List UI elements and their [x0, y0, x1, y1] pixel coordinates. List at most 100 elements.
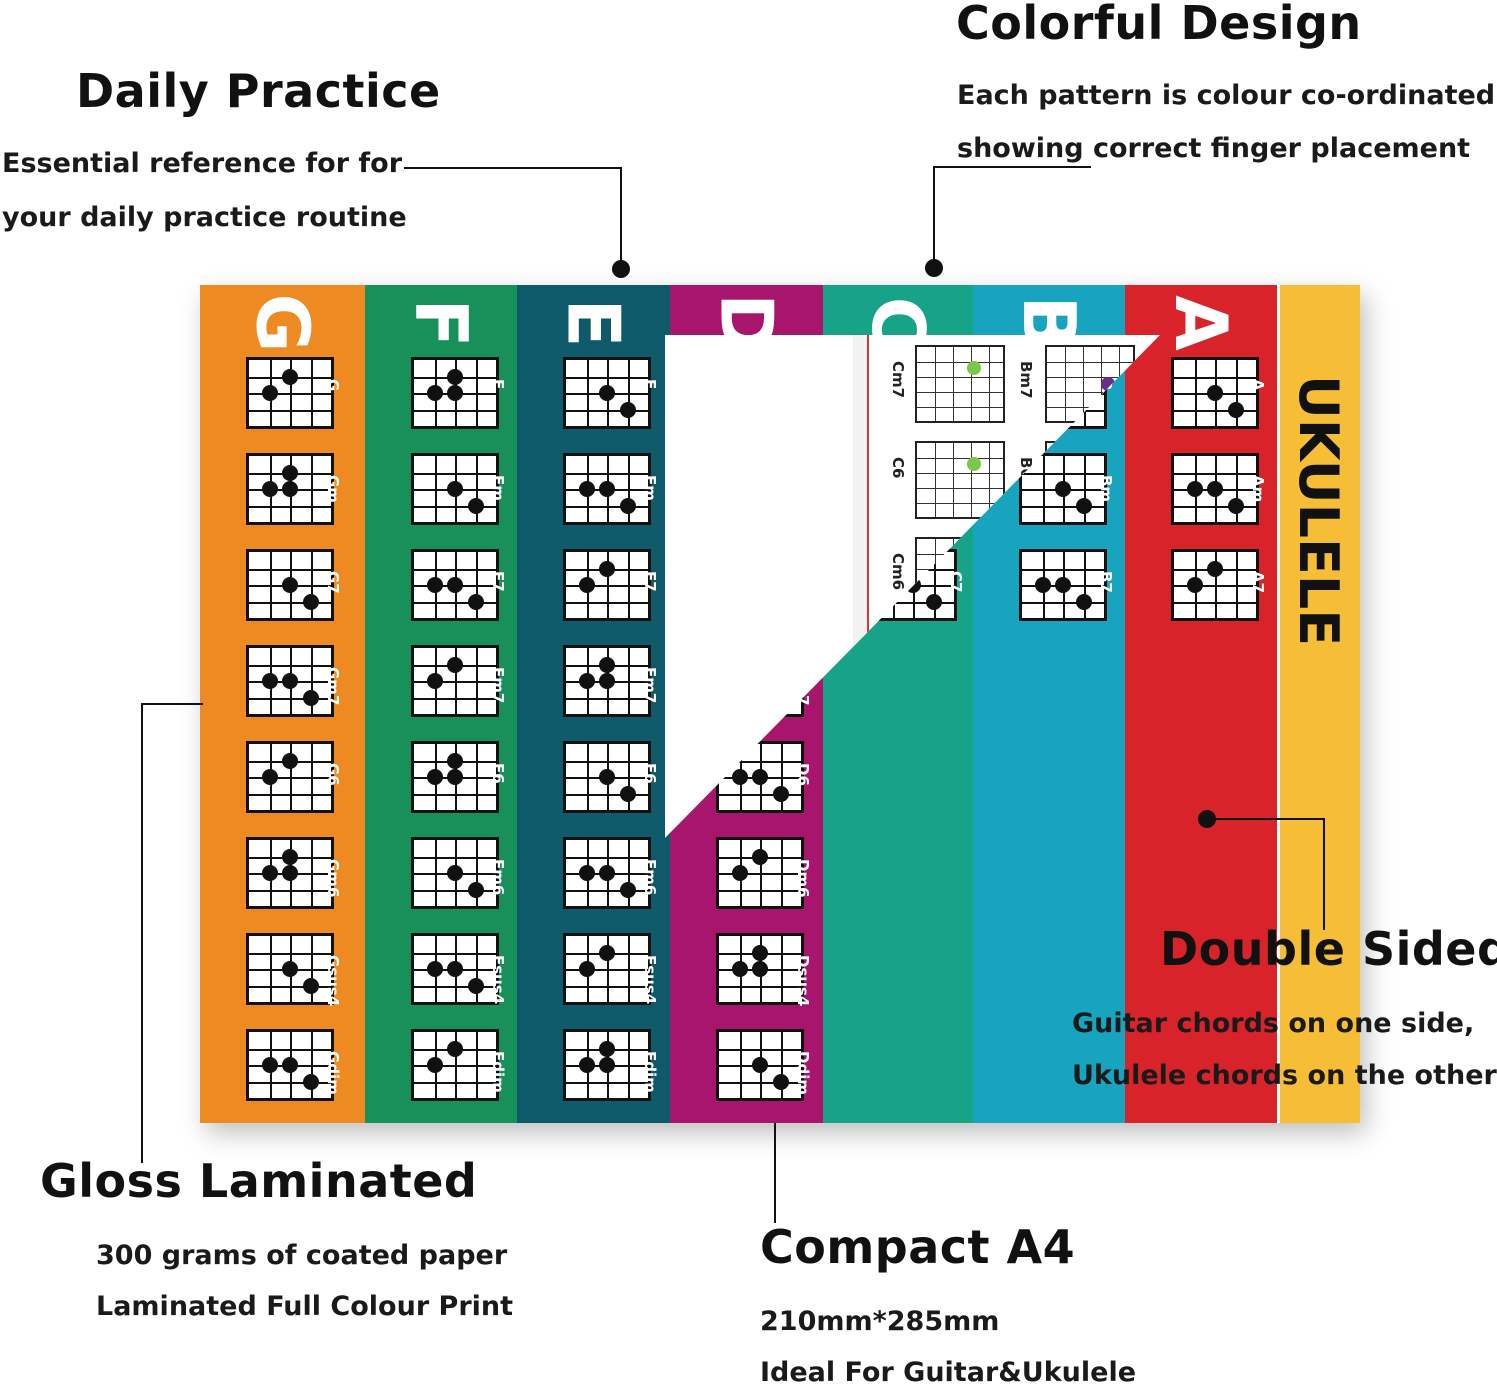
guitar-diagram-c6 — [915, 441, 1005, 519]
gloss-laminated-leader-v — [141, 703, 143, 1163]
finger-marker — [967, 361, 981, 375]
chord-diagram — [411, 741, 499, 813]
finger-marker — [282, 848, 298, 865]
chord-diagram — [411, 453, 499, 525]
finger-marker — [772, 1073, 789, 1090]
chord-diagram — [246, 837, 334, 909]
chord-gm7: Gm7 — [234, 635, 346, 721]
chord-gm: Gm — [234, 443, 346, 529]
finger-marker — [731, 961, 748, 977]
chord-diagram — [563, 357, 651, 429]
chord-name: Em7 — [641, 667, 659, 704]
finger-marker — [1055, 481, 1071, 497]
chord-edim: Edim — [551, 1019, 663, 1105]
chord-fm6: Fm6 — [399, 827, 511, 913]
chord-name: Fm6 — [489, 859, 507, 896]
finger-marker — [619, 881, 636, 898]
finger-marker — [619, 785, 636, 802]
finger-marker — [302, 593, 319, 610]
string-line — [566, 376, 648, 379]
string-line — [1022, 601, 1104, 604]
finger-marker — [578, 961, 595, 977]
finger-marker — [1055, 577, 1071, 593]
finger-marker — [261, 385, 278, 401]
string-line — [414, 793, 496, 796]
finger-marker — [282, 481, 298, 497]
chord-gdim: Gdim — [234, 1019, 346, 1105]
fret-line — [989, 347, 990, 421]
finger-marker — [599, 656, 615, 673]
finger-marker — [467, 593, 484, 610]
chord-em6: Em6 — [551, 827, 663, 913]
finger-marker — [261, 673, 278, 689]
gloss-laminated-line1: 300 grams of coated paper — [96, 1240, 508, 1271]
fret-line — [935, 347, 936, 421]
chord-dsus4: Dsus4 — [704, 923, 816, 1009]
string-line — [249, 952, 331, 955]
string-line — [249, 505, 331, 508]
string-line — [566, 985, 648, 988]
ukulele-strip: UKULELE — [1280, 285, 1360, 1123]
chord-name: G7 — [324, 571, 342, 594]
finger-marker — [282, 865, 298, 881]
colorful-design-leader-h — [933, 166, 1091, 168]
chord-name: D6 — [794, 763, 812, 786]
chord-name: Gm7 — [324, 667, 342, 706]
double-sided-leader-v — [1323, 818, 1325, 930]
chord-name: Fm7 — [489, 667, 507, 704]
finger-marker — [752, 848, 768, 865]
string-line — [249, 409, 331, 412]
string-line — [566, 409, 648, 412]
finger-marker — [578, 865, 595, 881]
chord-name: Esus4 — [641, 955, 659, 1005]
chord-diagram — [411, 933, 499, 1005]
daily-practice-leader-v — [620, 167, 622, 267]
string-line — [414, 601, 496, 604]
guitar-chord-name: Cm7 — [889, 361, 907, 399]
string-line — [917, 458, 1003, 459]
string-line — [249, 664, 331, 667]
chord-em: Em — [551, 443, 663, 529]
chord-name: Bm — [1097, 475, 1115, 503]
finger-marker — [426, 673, 443, 689]
string-line — [414, 505, 496, 508]
finger-marker — [467, 977, 484, 994]
chord-gm6: Gm6 — [234, 827, 346, 913]
string-line — [566, 760, 648, 763]
chord-diagram — [246, 645, 334, 717]
chord-bm: Bm — [1007, 443, 1119, 529]
finger-marker — [261, 865, 278, 881]
chord-name: F — [489, 379, 507, 390]
finger-marker — [426, 577, 443, 593]
chord-e6: E6 — [551, 731, 663, 817]
string-line — [414, 889, 496, 892]
fret-line — [1065, 347, 1066, 421]
finger-marker — [302, 977, 319, 994]
string-line — [414, 681, 496, 683]
string-line — [917, 362, 1003, 363]
chord-name: C7 — [947, 571, 965, 593]
finger-marker — [731, 865, 748, 881]
chord-name: E — [641, 379, 659, 390]
finger-marker — [1227, 401, 1244, 418]
finger-marker — [467, 497, 484, 514]
string-line — [1022, 505, 1104, 508]
chord-name: Em — [641, 475, 659, 501]
chord-diagram — [563, 933, 651, 1005]
chord-name: A7 — [1249, 571, 1267, 594]
string-line — [566, 601, 648, 604]
chord-diagram — [246, 1029, 334, 1101]
gloss-laminated-leader-h — [141, 703, 203, 705]
finger-marker — [772, 785, 789, 802]
finger-marker — [731, 769, 748, 785]
string-line — [1047, 392, 1133, 393]
string-line — [917, 503, 1003, 504]
chord-name: G — [324, 379, 342, 392]
chord-diagram — [246, 453, 334, 525]
string-line — [414, 985, 496, 988]
chord-name: Edim — [641, 1051, 659, 1093]
